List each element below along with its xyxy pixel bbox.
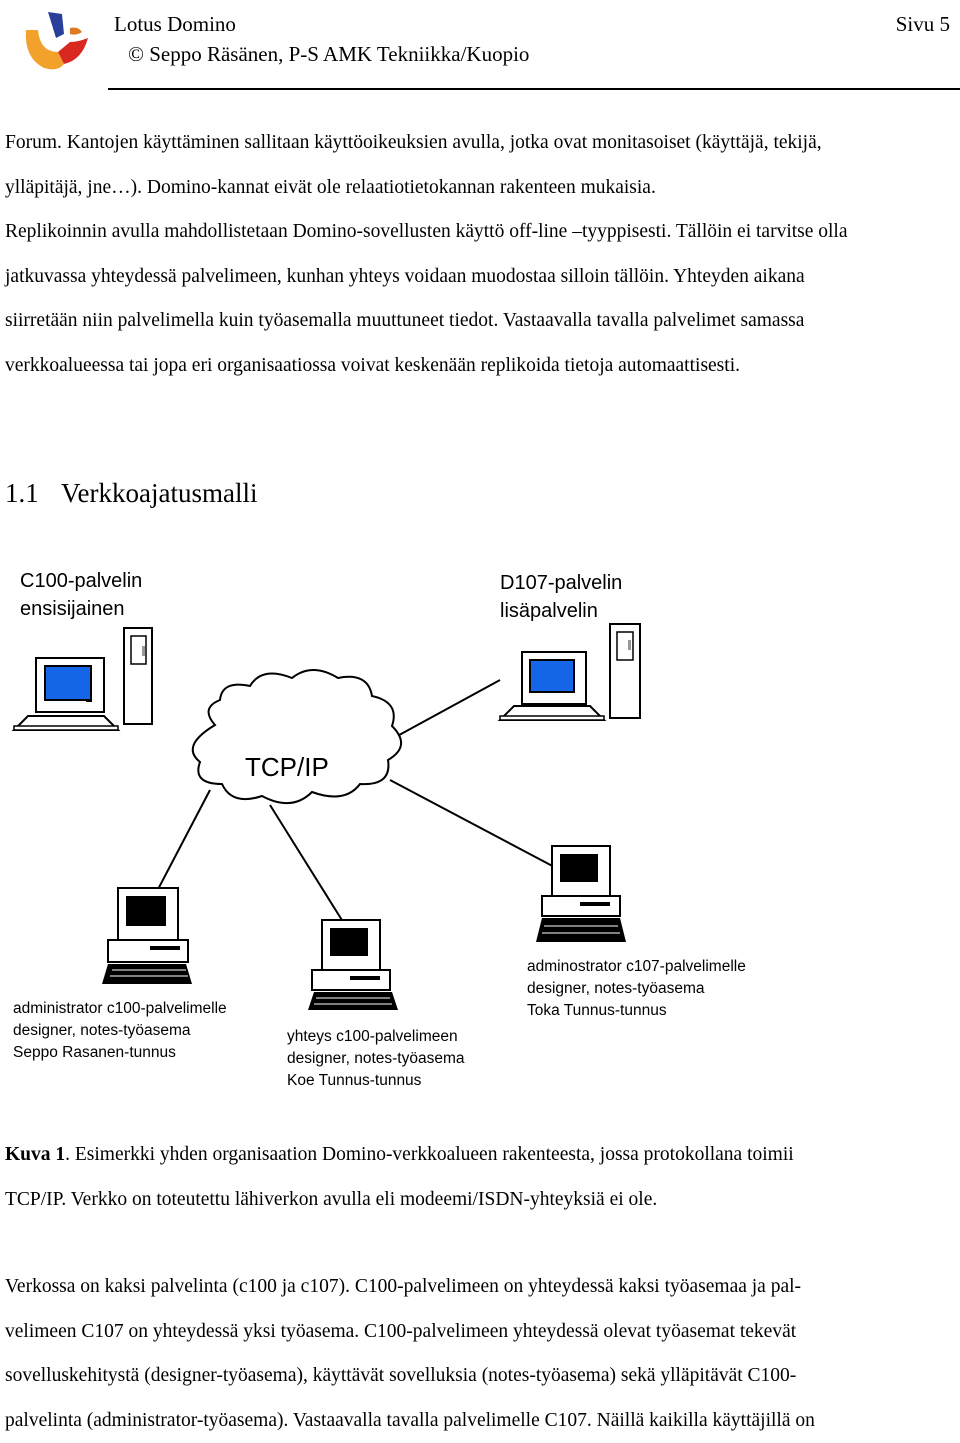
ws1-role: administrator c100-palvelimelle [13, 998, 227, 1020]
ws2-user: Koe Tunnus-tunnus [287, 1070, 465, 1092]
link-cloud-ws1 [155, 790, 210, 895]
text-line: jatkuvassa yhteydessä palvelimeen, kunha… [5, 255, 950, 300]
text-line: verkkoalueessa tai jopa eri organisaatio… [5, 344, 950, 389]
amk-logo [18, 8, 92, 74]
caption-text: . Esimerkki yhden organisaation Domino-v… [65, 1144, 794, 1165]
network-cloud-icon [193, 670, 401, 803]
ws3-type: designer, notes-työasema [527, 978, 746, 1000]
workstation-1-label: administrator c100-palvelimelle designer… [13, 998, 227, 1064]
ws1-user: Seppo Rasanen-tunnus [13, 1042, 227, 1064]
text-line: palvelinta (administrator-työasema). Vas… [5, 1399, 950, 1443]
c100-server-label: C100-palvelin ensisijainen [20, 567, 142, 623]
logo-red-shape [58, 38, 88, 64]
caption-line-2: TCP/IP. Verkko on toteutettu lähiverkon … [5, 1178, 950, 1223]
c107-server-name: D107-palvelin [500, 569, 622, 597]
text-line: velimeen C107 on yhteydessä yksi työasem… [5, 1310, 950, 1355]
workstation-1-icon [102, 888, 192, 984]
c107-server-label: D107-palvelin lisäpalvelin [500, 569, 622, 625]
text-line: Verkossa on kaksi palvelinta (c100 ja c1… [5, 1265, 950, 1310]
workstation-3-icon [536, 846, 626, 942]
body-paragraph: Verkossa on kaksi palvelinta (c100 ja c1… [5, 1265, 950, 1443]
text-line: ylläpitäjä, jne…). Domino-kannat eivät o… [5, 166, 950, 211]
ws2-role: yhteys c100-palvelimeen [287, 1026, 465, 1048]
ws2-type: designer, notes-työasema [287, 1048, 465, 1070]
caption-label: Kuva 1 [5, 1144, 65, 1165]
workstation-2-icon [308, 920, 398, 1010]
figure-caption: Kuva 1. Esimerkki yhden organisaation Do… [5, 1133, 950, 1222]
c107-server-role: lisäpalvelin [500, 597, 622, 625]
logo-blue-shape [48, 12, 64, 38]
c100-server-role: ensisijainen [20, 595, 142, 623]
intro-paragraph: Forum. Kantojen käyttäminen sallitaan kä… [5, 121, 950, 388]
text-line: siirretään niin palvelimella kuin työase… [5, 299, 950, 344]
page-number: Sivu 5 [896, 12, 950, 37]
caption-line-1: Kuva 1. Esimerkki yhden organisaation Do… [5, 1133, 950, 1178]
c100-server-name: C100-palvelin [20, 567, 142, 595]
header-title: Lotus Domino [114, 12, 236, 37]
text-line: Forum. Kantojen käyttäminen sallitaan kä… [5, 121, 950, 166]
ws3-user: Toka Tunnus-tunnus [527, 1000, 746, 1022]
header-copyright: © Seppo Räsänen, P-S AMK Tekniikka/Kuopi… [128, 42, 529, 67]
link-cloud-ws2 [270, 805, 345, 925]
link-c107-cloud [390, 680, 500, 740]
network-protocol-label: TCP/IP [245, 752, 329, 783]
c107-server-icon [500, 624, 640, 720]
text-line: Replikoinnin avulla mahdollistetaan Domi… [5, 210, 950, 255]
link-cloud-ws3 [390, 780, 560, 870]
text-line: sovelluskehitystä (designer-työasema), k… [5, 1354, 950, 1399]
section-number: 1.1 [5, 478, 61, 509]
section-title: Verkkoajatusmalli [61, 478, 257, 508]
header-rule [108, 88, 960, 90]
workstation-3-label: adminostrator c107-palvelimelle designer… [527, 956, 746, 1022]
ws3-role: adminostrator c107-palvelimelle [527, 956, 746, 978]
workstation-2-label: yhteys c100-palvelimeen designer, notes-… [287, 1026, 465, 1092]
c100-server-icon [14, 628, 152, 730]
network-diagram: C100-palvelin ensisijainen D107-palvelin… [0, 540, 960, 1100]
logo-accent-shape [70, 28, 82, 35]
ws1-type: designer, notes-työasema [13, 1020, 227, 1042]
